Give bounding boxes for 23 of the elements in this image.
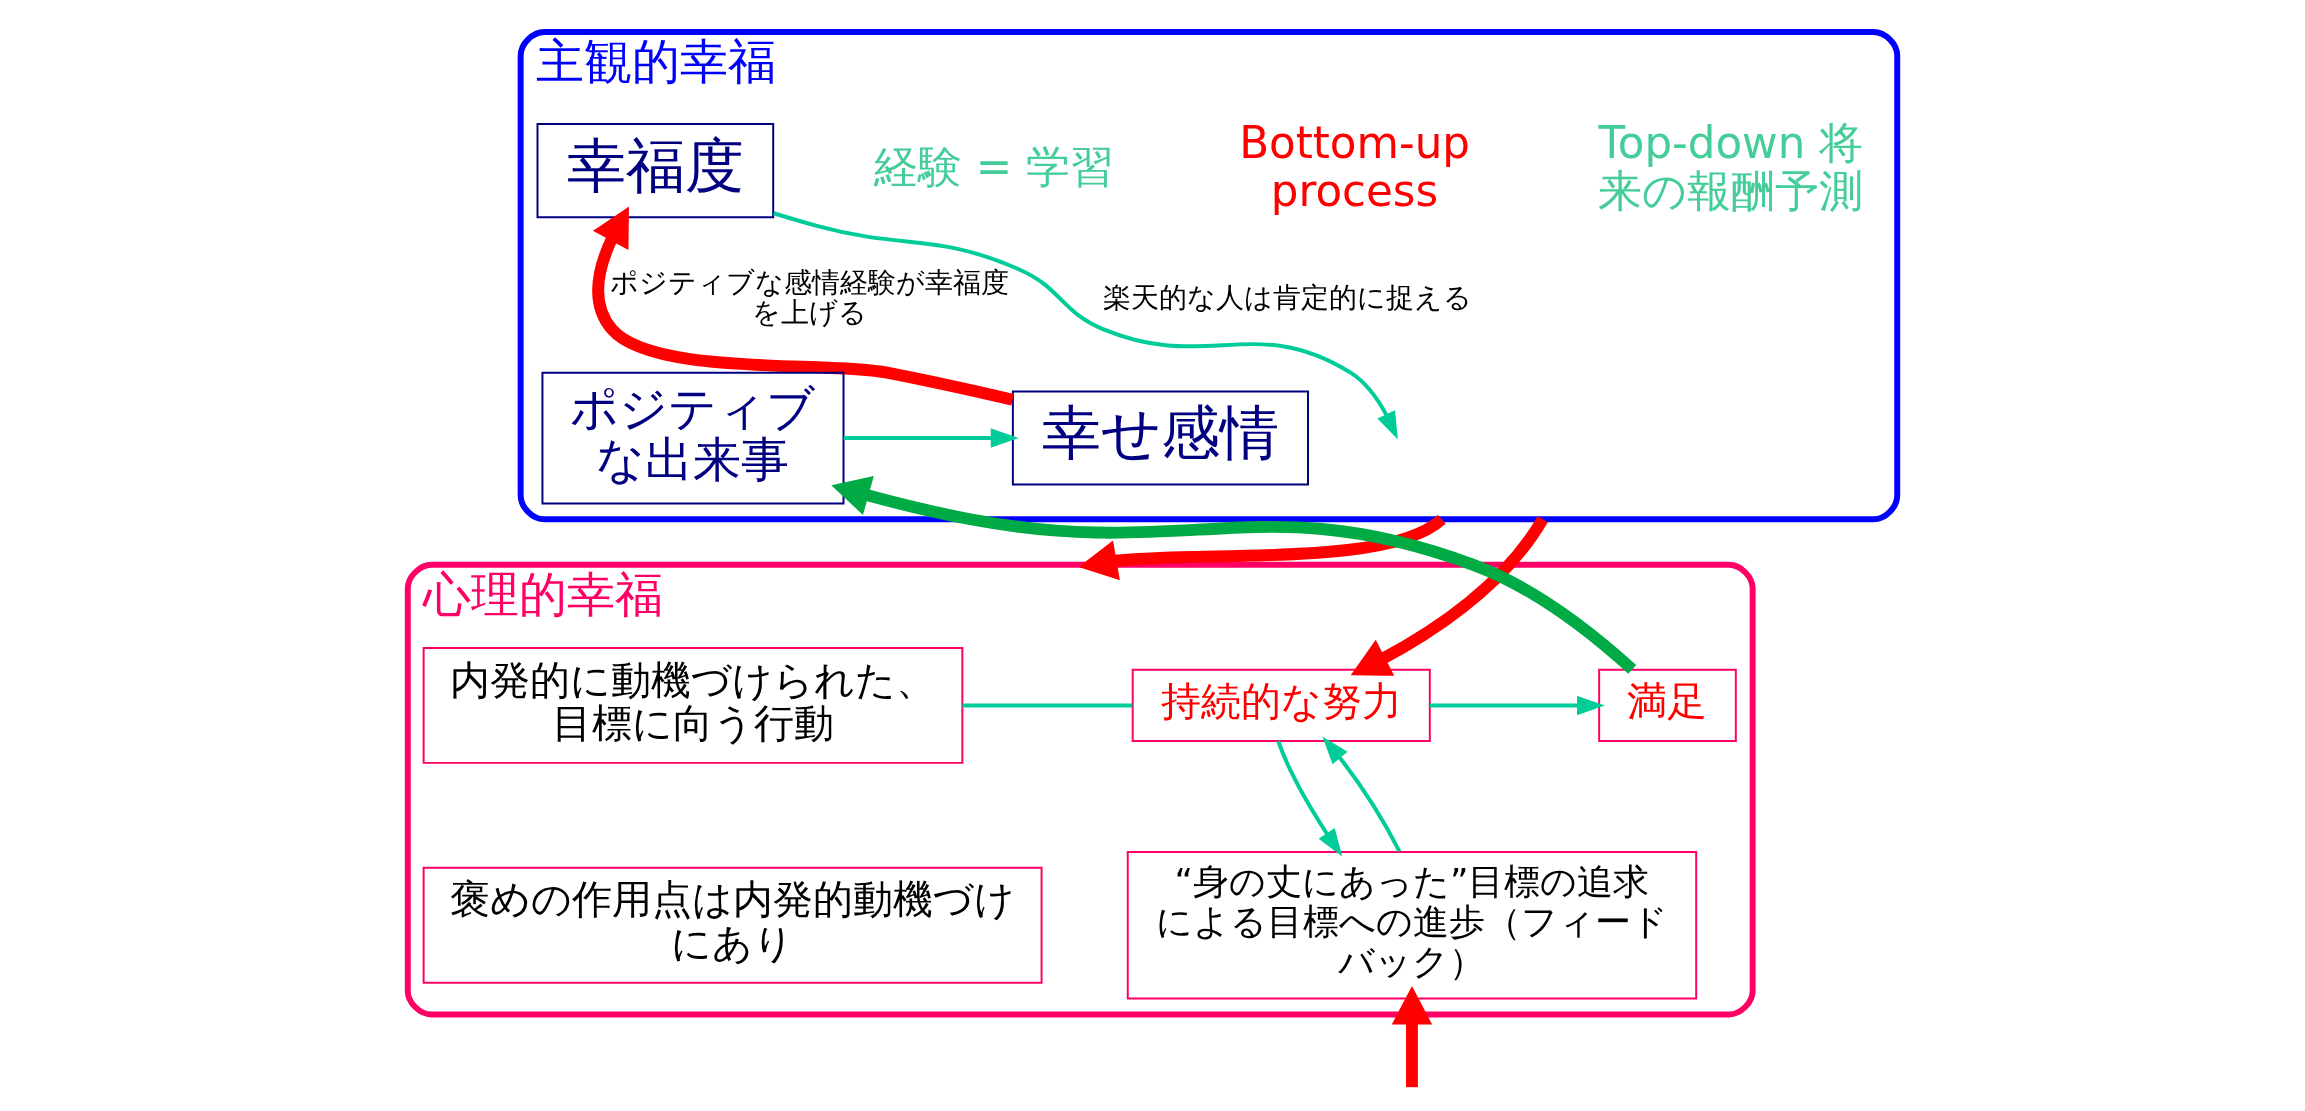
arrow [1322,736,1402,853]
arrow [1078,514,1446,581]
edge-label: ポジティブな感情経験が幸福度を上げる [610,265,1010,329]
node-box: 幸福度 [536,123,775,219]
arrow [773,211,1398,440]
label: 経験 = 学習 [873,141,1115,192]
arrow [843,428,1019,448]
arrow [1391,986,1433,1088]
node-box: “身の丈にあった”目標の追求による目標への進歩（フィードバック） [1126,851,1698,1000]
node-box: 褒めの作用点は内発的動機づけにあり [422,866,1043,984]
edge-label: 楽天的な人は肯定的に捉える [1102,280,1472,314]
node-box: ポジティブな出来事 [541,371,845,505]
arrow [831,476,1637,674]
node-box: 持続的な努力 [1131,668,1431,743]
node-box: 幸せ感情 [1011,390,1309,486]
label: Top-down 将来の報酬予測 [1598,117,1864,216]
connector [962,703,1133,708]
node-box: 内発的に動機づけられた、目標に向う行動 [422,647,964,764]
label: Bottom-up process [1239,117,1470,216]
arrow [1429,695,1605,716]
arrow [1276,740,1343,857]
arrow [592,206,1014,406]
node-box: 満足 [1598,668,1737,743]
